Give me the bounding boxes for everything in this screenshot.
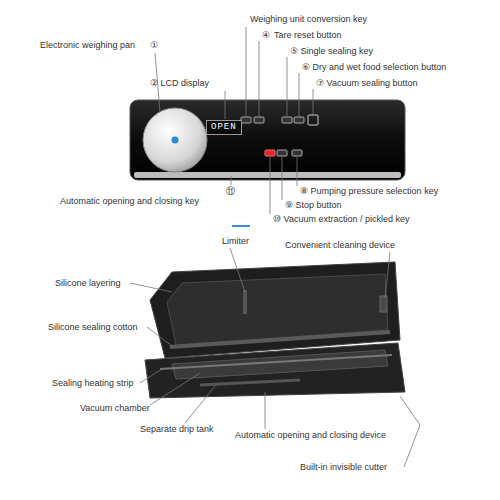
button (292, 150, 302, 156)
control-panel (130, 100, 405, 180)
leader-line (299, 73, 300, 116)
leader-line (313, 89, 314, 114)
leader-line (140, 369, 162, 383)
part-label: Vacuum chamber (80, 403, 150, 414)
panel-trim (134, 172, 401, 178)
button (294, 117, 304, 123)
part-label: Separate drip tank (140, 424, 214, 435)
heating-strip (160, 355, 392, 369)
divider-mark (232, 225, 250, 227)
part-label: Automatic opening and closing key (60, 196, 199, 207)
part-label: ⑨ Stop button (285, 200, 342, 211)
leader-line (231, 176, 232, 185)
part-label: Silicone layering (55, 278, 121, 289)
part-label: Automatic opening and closing device (235, 430, 386, 441)
weighing-pan (143, 108, 207, 172)
leader-line (265, 392, 266, 429)
button-icon (308, 115, 318, 125)
part-label: Tare reset button (274, 30, 342, 41)
button (282, 117, 292, 123)
button (277, 150, 287, 156)
leader-line (246, 27, 247, 116)
part-label: Electronic weighing pan (40, 40, 135, 51)
display-text: OPEN (211, 122, 237, 133)
part-label: Built-in invisible cutter (300, 462, 387, 473)
leader-line (400, 396, 420, 467)
part-label: ⑤ Single sealing key (290, 46, 373, 57)
leader-line (150, 373, 200, 405)
leader-lines (130, 248, 420, 467)
part-label: ① (150, 40, 158, 51)
vacuum-chamber (172, 350, 388, 379)
part-label: Limiter (222, 236, 249, 247)
leader-line (282, 157, 283, 200)
leader-line (385, 252, 390, 298)
part-label: ④ (262, 30, 270, 41)
part-label: Sealing heating strip (52, 378, 134, 389)
lcd-display: OPEN (206, 120, 242, 135)
button (241, 117, 251, 123)
cleaning-device (380, 296, 387, 312)
red-button (265, 150, 275, 156)
leader-line (230, 248, 245, 292)
silicone-strip (170, 332, 390, 347)
pan-dot (172, 137, 179, 144)
part-label: ⑥ Dry and wet food selection button (302, 62, 446, 73)
leader-line (287, 57, 288, 116)
part-label: Weighing unit conversion key (250, 14, 367, 25)
part-label: Silicone sealing cotton (48, 322, 138, 333)
leader-line (185, 386, 215, 423)
leader-lines (155, 27, 313, 214)
leader-line (297, 157, 298, 186)
part-label: ⑦ Vacuum sealing button (316, 78, 417, 89)
base (145, 343, 405, 398)
leader-line (130, 283, 172, 292)
limiter-part (243, 290, 247, 314)
leader-line (270, 157, 271, 214)
leader-line (225, 91, 226, 119)
part-label: ② LCD display (150, 78, 209, 89)
part-label: ⑧ Pumping pressure selection key (300, 186, 438, 197)
part-label: ⑪ (226, 186, 235, 197)
drip-tank (200, 380, 300, 385)
part-label: ⑩ Vacuum extraction / pickled key (273, 214, 409, 225)
lid (150, 262, 400, 358)
leader-line (147, 327, 172, 346)
part-label: Convenient cleaning device (285, 240, 395, 251)
button (254, 117, 264, 123)
leader-line (259, 41, 260, 116)
